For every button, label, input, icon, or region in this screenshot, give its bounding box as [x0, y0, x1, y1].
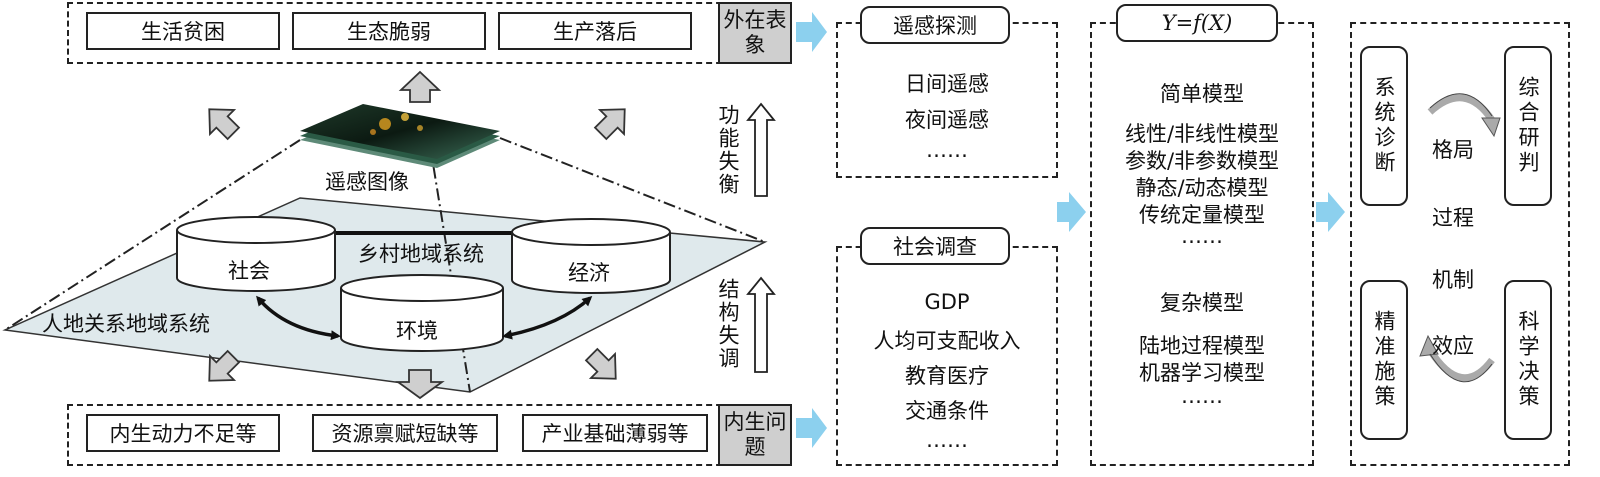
cycle-arrow-top	[1427, 94, 1495, 123]
function-imbalance-label: 功能失衡	[716, 104, 740, 196]
gray-arrows	[208, 70, 626, 400]
complex-model-title: 复杂模型	[1160, 291, 1244, 315]
comprehensive-judgment-label: 综合研判	[1516, 76, 1540, 176]
remote-item-3: ……	[926, 138, 968, 162]
survey-item-3: 教育医疗	[905, 364, 989, 388]
precise-policy-label: 精准施策	[1372, 310, 1396, 410]
bottom-item-3: 产业基础薄弱等	[522, 414, 708, 452]
scientific-decision-box: 科学决策	[1504, 280, 1552, 440]
top-item-2: 生态脆弱	[292, 12, 486, 50]
system-diagnosis-label: 系统诊断	[1372, 76, 1396, 176]
complex-item-1: 陆地过程模型	[1139, 334, 1265, 358]
cylinder-economy-shape	[511, 218, 671, 294]
bottom-tag: 内生问题	[718, 404, 792, 466]
complex-item-2: 机器学习模型	[1139, 361, 1265, 385]
top-item-1: 生活贫困	[86, 12, 280, 50]
rural-system-label: 乡村地域系统	[358, 242, 484, 266]
cylinder-economy-label: 经济	[568, 261, 610, 285]
structure-disorder-label: 结构失调	[716, 278, 740, 370]
social-survey-title: 社会调查	[860, 227, 1010, 265]
human-earth-system-label: 人地关系地域系统	[42, 312, 210, 336]
remote-sensing-image	[300, 104, 500, 168]
precise-policy-box: 精准施策	[1360, 280, 1408, 440]
simple-item-1: 线性/非线性模型	[1124, 122, 1280, 146]
cylinder-society-label: 社会	[228, 259, 270, 283]
remote-sensing-title: 遥感探测	[860, 6, 1010, 44]
remote-item-1: 日间遥感	[905, 72, 989, 96]
survey-item-4: 交通条件	[905, 399, 989, 423]
comprehensive-judgment-box: 综合研判	[1504, 46, 1552, 206]
cylinder-environment-label: 环境	[396, 319, 438, 343]
cycle-word-effect: 效应	[1432, 334, 1474, 358]
bottom-item-1: 内生动力不足等	[86, 414, 280, 452]
remote-item-2: 夜间遥感	[905, 108, 989, 132]
model-title: Y=f(X)	[1116, 4, 1278, 42]
top-item-3: 生产落后	[498, 12, 692, 50]
survey-item-5: ……	[926, 428, 968, 452]
func-up-arrow	[746, 102, 776, 197]
blue-flow-arrows	[796, 12, 1345, 448]
simple-item-3: 静态/动态模型	[1135, 176, 1269, 200]
simple-model-title: 简单模型	[1160, 82, 1244, 106]
complex-item-3: ……	[1181, 384, 1223, 408]
image-label: 遥感图像	[325, 170, 409, 194]
survey-item-2: 人均可支配收入	[873, 329, 1021, 353]
cylinder-society-shape	[176, 216, 336, 292]
system-diagnosis-box: 系统诊断	[1360, 46, 1408, 206]
cycle-word-pattern: 格局	[1432, 138, 1474, 162]
simple-item-4: 传统定量模型	[1139, 203, 1265, 227]
cycle-arrow-bottom	[1427, 348, 1495, 382]
simple-item-2: 参数/非参数模型	[1124, 149, 1280, 173]
cylinder-environment-shape	[340, 274, 504, 352]
cycle-container	[1350, 22, 1570, 466]
top-tag: 外在表象	[718, 2, 792, 64]
struct-up-arrow	[746, 276, 776, 373]
survey-item-1: GDP	[924, 290, 970, 314]
cycle-word-process: 过程	[1432, 206, 1474, 230]
scientific-decision-label: 科学决策	[1516, 310, 1540, 410]
simple-item-5: ……	[1181, 224, 1223, 248]
cycle-word-mechanism: 机制	[1432, 268, 1474, 292]
bottom-item-2: 资源禀赋短缺等	[312, 414, 498, 452]
